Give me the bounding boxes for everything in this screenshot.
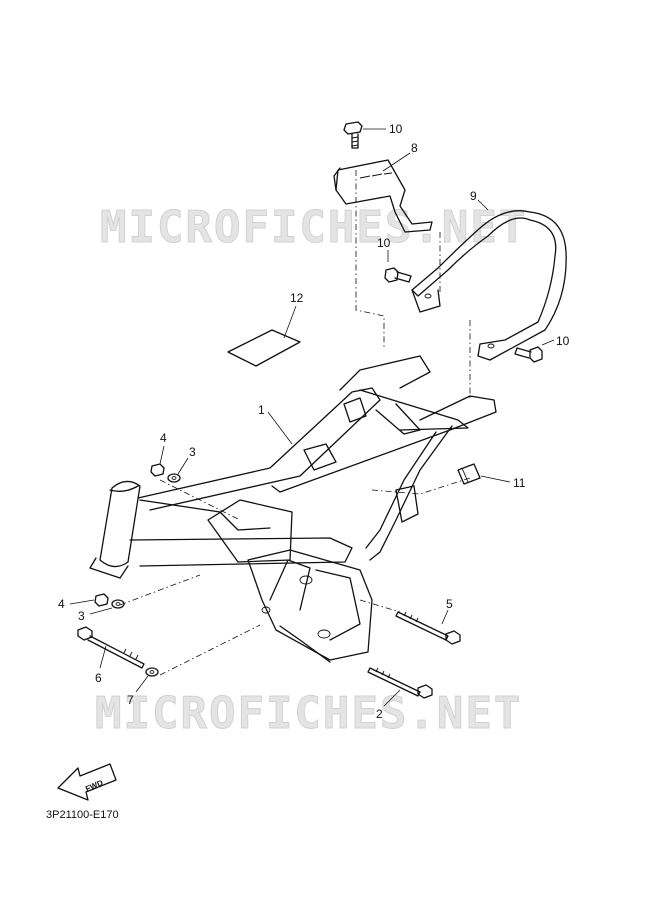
washer-7[interactable]: [145, 667, 159, 677]
watermark-top: MICROFICHES.NET: [100, 202, 527, 253]
diagram-code: 3P21100-E170: [46, 809, 119, 821]
bolt-10-right[interactable]: [514, 346, 543, 363]
bolt-10-top[interactable]: [343, 121, 363, 149]
frame-1[interactable]: [89, 355, 497, 663]
nut-4-upper[interactable]: [150, 463, 165, 477]
fwd-arrow-icon: FWD: [57, 763, 117, 801]
callout-1: 1: [258, 403, 265, 417]
fwd-label: FWD: [84, 778, 105, 794]
callout-6: 6: [95, 671, 102, 685]
callout-8: 8: [411, 141, 418, 155]
callout-11: 11: [513, 476, 526, 490]
callout-3-upper: 3: [189, 445, 196, 459]
watermark-bottom: MICROFICHES.NET: [95, 688, 522, 739]
callout-10-b: 10: [377, 236, 391, 250]
washer-3-upper[interactable]: [167, 473, 181, 483]
cap-11[interactable]: [457, 463, 481, 485]
callout-7: 7: [127, 693, 134, 707]
callout-4-lower: 4: [58, 597, 65, 611]
callout-4-upper: 4: [160, 431, 167, 445]
bolt-10-left[interactable]: [384, 267, 412, 283]
grab-bar-9[interactable]: [411, 210, 567, 361]
bolt-6[interactable]: [77, 626, 145, 669]
nut-4-lower[interactable]: [94, 593, 109, 607]
callout-3-lower: 3: [78, 609, 85, 623]
callout-10-a: 10: [389, 122, 403, 136]
bracket-8[interactable]: [333, 159, 433, 233]
bolt-5[interactable]: [395, 611, 461, 645]
washer-3-lower[interactable]: [111, 599, 125, 609]
callout-12: 12: [290, 291, 304, 305]
callout-10-c: 10: [556, 334, 570, 348]
callout-9: 9: [470, 189, 477, 203]
bolt-2[interactable]: [367, 667, 433, 699]
label-12[interactable]: [227, 329, 301, 367]
callout-5: 5: [446, 597, 453, 611]
callout-2: 2: [376, 707, 383, 721]
